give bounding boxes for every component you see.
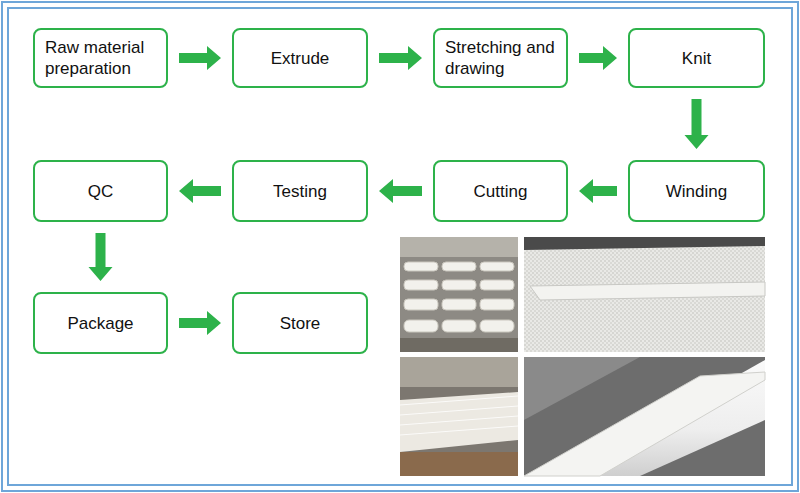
flow-arrow: [89, 233, 113, 281]
process-box: Cutting: [433, 160, 568, 222]
step-label: Testing: [273, 181, 327, 202]
process-box: Raw material preparation: [33, 28, 168, 88]
step-label: Store: [280, 313, 321, 334]
step-label: Knit: [682, 48, 711, 69]
flow-arrow: [179, 311, 221, 335]
flow-arrow: [579, 179, 617, 203]
process-box: Package: [33, 292, 168, 354]
step-label: Raw material preparation: [45, 37, 156, 79]
step-label: Cutting: [474, 181, 528, 202]
step-label: Extrude: [271, 48, 330, 69]
step-label: Stretching and drawing: [445, 37, 556, 79]
flow-arrow: [179, 179, 221, 203]
spool-warehouse-photo: [400, 237, 518, 352]
inner-border: [8, 8, 792, 485]
process-box: Testing: [232, 160, 368, 222]
fabric-closeup-photo: [524, 237, 765, 352]
process-box: Winding: [628, 160, 765, 222]
process-box: Extrude: [232, 28, 368, 88]
flow-arrow: [579, 46, 617, 70]
step-label: Winding: [666, 181, 727, 202]
process-box: Knit: [628, 28, 765, 88]
flow-arrow: [379, 46, 422, 70]
flow-arrow: [179, 46, 221, 70]
process-box: Stretching and drawing: [433, 28, 568, 88]
process-box: QC: [33, 160, 168, 222]
flow-arrow: [379, 179, 422, 203]
process-box: Store: [232, 292, 368, 354]
step-label: QC: [88, 181, 114, 202]
flow-arrow: [685, 99, 709, 149]
step-label: Package: [67, 313, 133, 334]
weaving-loom-photo: [400, 357, 518, 476]
fabric-roll-photo: [524, 357, 765, 476]
